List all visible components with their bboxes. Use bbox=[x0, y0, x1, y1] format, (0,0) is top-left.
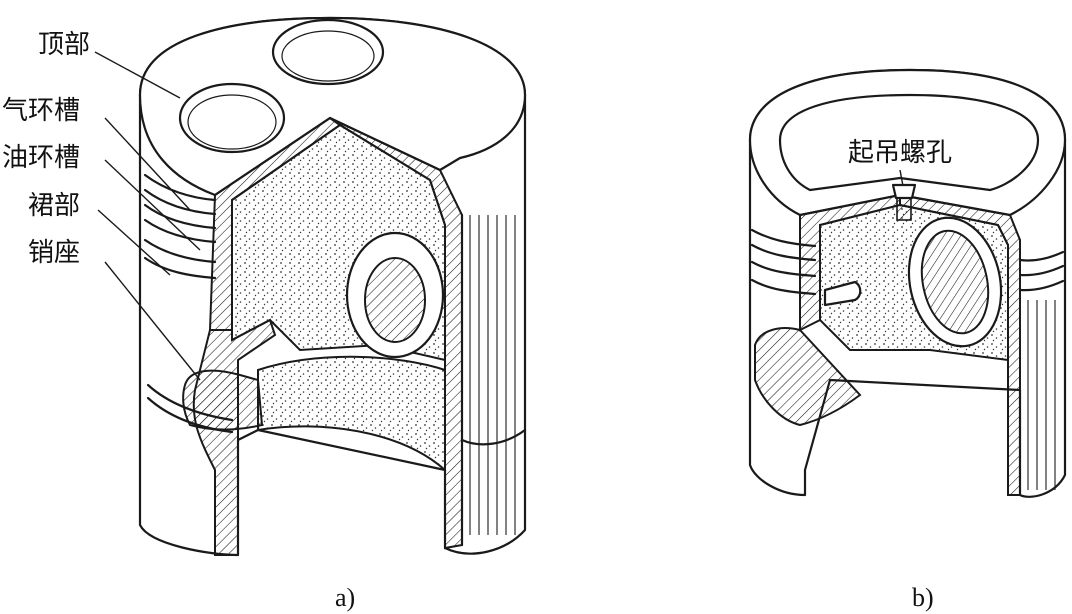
piston-b-small-lug bbox=[823, 280, 862, 307]
piston-b-pin-bore-inner bbox=[920, 229, 990, 335]
piston-b-pin-boss bbox=[754, 327, 862, 427]
label-pin-boss: 销座 bbox=[28, 238, 81, 268]
label-lifting-screw-hole: 起吊螺孔 bbox=[848, 138, 953, 168]
piston-a-valve-recess-2-inner bbox=[281, 30, 375, 82]
label-top: 顶部 bbox=[38, 30, 91, 60]
piston-a-valve-recess-1-inner bbox=[187, 94, 277, 150]
piston-a bbox=[138, 16, 527, 557]
piston-b-bowl bbox=[778, 93, 1040, 192]
piston-a-valve-recess-1 bbox=[178, 82, 286, 154]
caption-a: a) bbox=[335, 583, 356, 612]
piston-a-leaders bbox=[94, 51, 201, 381]
label-oil-ring-groove: 油环槽 bbox=[2, 143, 81, 173]
caption-b: b) bbox=[912, 583, 934, 612]
piston-a-valve-recess-2 bbox=[271, 18, 385, 86]
piston-b bbox=[748, 68, 1067, 498]
piston-a-pin-bore-inner bbox=[364, 257, 426, 343]
label-compression-ring-groove: 气环槽 bbox=[2, 96, 81, 126]
label-skirt: 裙部 bbox=[28, 191, 81, 221]
piston-b-lifting-screw bbox=[891, 183, 917, 221]
piston-a-inner-skirt bbox=[257, 355, 446, 473]
piston-b-leader bbox=[899, 169, 904, 187]
piston-b-right-wall-shade bbox=[1024, 300, 1062, 490]
piston-a-pin-boss bbox=[182, 369, 264, 431]
piston-a-right-wall-shade bbox=[462, 215, 522, 535]
